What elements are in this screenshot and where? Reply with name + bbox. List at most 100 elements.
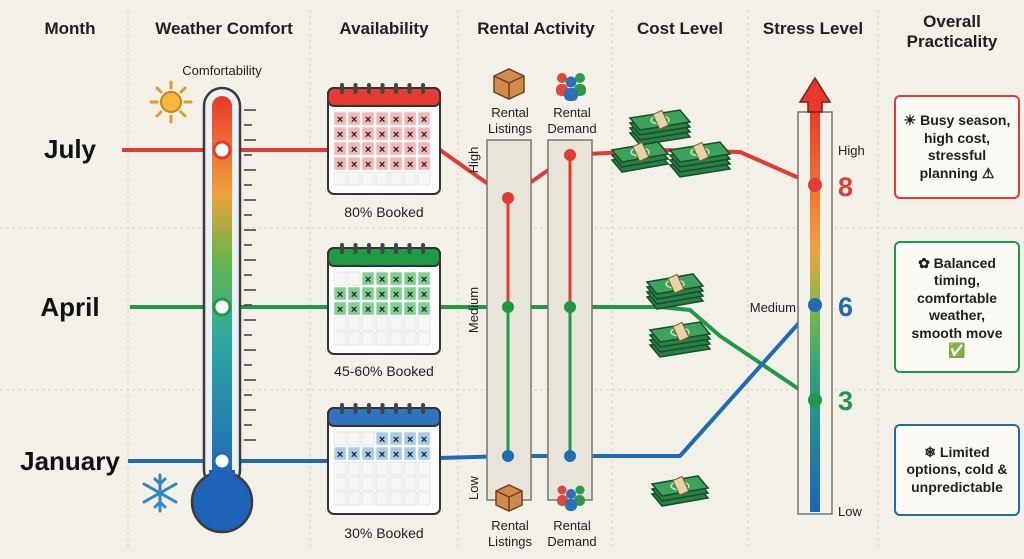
svg-text:×: × <box>351 114 357 126</box>
stress-marker-july <box>808 178 822 192</box>
rental-activity-columns: High Medium Low <box>466 139 593 501</box>
stress-marker-january <box>808 298 822 312</box>
svg-text:×: × <box>421 114 427 126</box>
header-cost: Cost Level <box>637 19 723 38</box>
svg-text:×: × <box>365 289 371 301</box>
practicality-card-january: ❄ Limited options, cold & unpredictable <box>894 424 1020 516</box>
rental-demand-label-bottom-2: Demand <box>547 534 596 549</box>
svg-text:×: × <box>379 159 385 171</box>
cost-level-money <box>610 109 732 507</box>
svg-text:×: × <box>393 114 399 126</box>
svg-text:×: × <box>407 449 413 461</box>
svg-text:×: × <box>379 114 385 126</box>
svg-text:×: × <box>421 289 427 301</box>
money-stack-icon <box>645 273 705 310</box>
svg-text:×: × <box>351 449 357 461</box>
rental-axis-high: High <box>466 147 481 174</box>
svg-text:×: × <box>337 449 343 461</box>
stress-axis-high: High <box>838 143 865 158</box>
demand-marker-april <box>564 301 576 313</box>
svg-text:×: × <box>421 434 427 446</box>
arrow-up-icon <box>798 76 832 113</box>
money-stack-icon <box>648 321 712 358</box>
listings-marker-january <box>502 450 514 462</box>
box-icon <box>493 68 525 100</box>
svg-text:×: × <box>421 129 427 141</box>
svg-text:×: × <box>337 129 343 141</box>
svg-text:×: × <box>421 449 427 461</box>
svg-text:×: × <box>365 449 371 461</box>
month-january: January <box>20 446 120 476</box>
svg-text:×: × <box>365 114 371 126</box>
booked-july: 80% Booked <box>344 204 423 220</box>
svg-text:×: × <box>351 289 357 301</box>
thermometer: Comfortability <box>182 63 262 534</box>
rental-axis-low: Low <box>466 475 481 499</box>
svg-text:×: × <box>365 304 371 316</box>
svg-text:×: × <box>407 304 413 316</box>
svg-text:×: × <box>393 304 399 316</box>
rental-axis-medium: Medium <box>466 287 481 333</box>
svg-text:×: × <box>379 434 385 446</box>
listings-marker-april <box>502 301 514 313</box>
svg-text:×: × <box>407 144 413 156</box>
thermo-marker-april <box>212 297 232 317</box>
rental-demand-label-top: Rental <box>553 105 591 120</box>
svg-text:×: × <box>337 114 343 126</box>
stress-value-july: 8 <box>838 172 853 202</box>
svg-text:×: × <box>351 159 357 171</box>
snowflake-icon <box>142 473 178 513</box>
svg-text:×: × <box>351 304 357 316</box>
header-month: Month <box>45 19 96 38</box>
comfortability-label: Comfortability <box>182 63 262 78</box>
svg-text:×: × <box>393 144 399 156</box>
svg-text:×: × <box>337 304 343 316</box>
calendar-icon: ×××××××××××××××××××××××××××× <box>327 83 441 195</box>
svg-text:×: × <box>379 274 385 286</box>
svg-text:×: × <box>351 144 357 156</box>
rental-listings-label-top-2: Listings <box>488 121 533 136</box>
header-rental: Rental Activity <box>477 19 595 38</box>
svg-text:×: × <box>379 304 385 316</box>
svg-text:×: × <box>351 129 357 141</box>
rental-listings-label-bottom: Rental <box>491 518 529 533</box>
svg-text:×: × <box>421 144 427 156</box>
svg-text:×: × <box>379 289 385 301</box>
month-april: April <box>40 292 99 322</box>
sun-icon <box>149 80 193 124</box>
svg-text:×: × <box>407 129 413 141</box>
stress-axis-low: Low <box>838 504 862 519</box>
svg-text:×: × <box>407 434 413 446</box>
stress-value-january: 6 <box>838 292 853 322</box>
svg-text:×: × <box>393 159 399 171</box>
svg-text:×: × <box>379 144 385 156</box>
svg-text:×: × <box>337 159 343 171</box>
booked-january: 30% Booked <box>344 525 423 541</box>
rental-listings-label-top: Rental <box>491 105 529 120</box>
stress-level-bar: High Medium Low 8 6 3 <box>750 76 865 519</box>
stress-axis-medium: Medium <box>750 300 796 315</box>
booked-april: 45-60% Booked <box>334 363 434 379</box>
svg-text:×: × <box>407 114 413 126</box>
calendar-icon: ××××××××××× <box>327 403 441 515</box>
rental-demand-label-bottom: Rental <box>553 518 591 533</box>
stress-marker-april <box>808 393 822 407</box>
header-practicality: Overall Practicality <box>906 12 998 52</box>
svg-text:×: × <box>337 144 343 156</box>
practicality-card-april: ✿ Balanced timing, comfortable weather, … <box>894 241 1020 373</box>
header-weather: Weather Comfort <box>155 19 293 38</box>
demand-marker-january <box>564 450 576 462</box>
practicality-text-july: ☀ Busy season, high cost, stressful plan… <box>903 112 1011 181</box>
svg-text:×: × <box>393 289 399 301</box>
month-july: July <box>44 134 97 164</box>
svg-text:×: × <box>407 289 413 301</box>
header-stress: Stress Level <box>763 19 863 38</box>
thermo-marker-january <box>212 451 232 471</box>
svg-text:×: × <box>407 159 413 171</box>
svg-text:×: × <box>393 274 399 286</box>
box-icon <box>495 484 523 512</box>
svg-text:×: × <box>421 304 427 316</box>
practicality-text-april: ✿ Balanced timing, comfortable weather, … <box>911 254 1003 359</box>
